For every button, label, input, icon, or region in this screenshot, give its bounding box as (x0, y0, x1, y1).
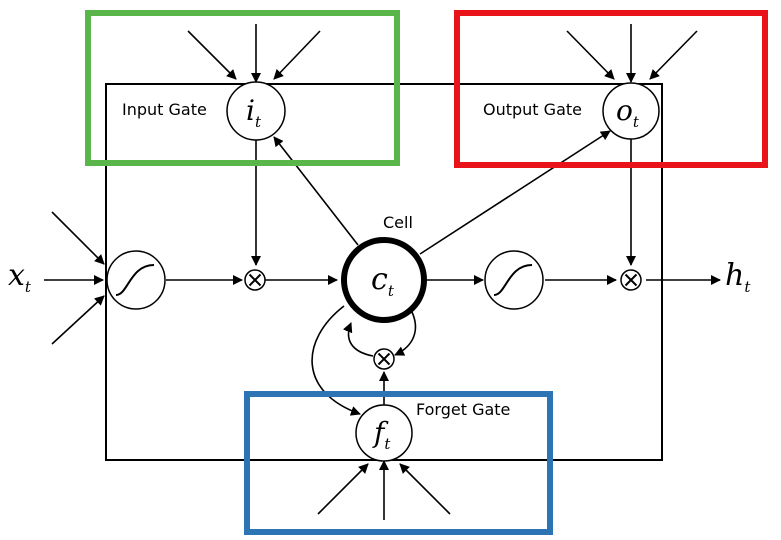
output-multiply-node (620, 269, 642, 291)
connections (44, 24, 721, 520)
output-gate-subscript: t (633, 113, 640, 131)
input-subscript: t (25, 278, 32, 296)
output-gate-label: Output Gate (483, 100, 582, 119)
output-gate-node: ot (602, 82, 660, 140)
multiply-circle-icon (248, 273, 262, 287)
svg-text:ht: ht (725, 258, 751, 296)
svg-text:ct: ct (371, 262, 395, 300)
output-gate-highlight (454, 10, 768, 168)
input-multiply-node (244, 269, 266, 291)
cell-label: Cell (383, 213, 413, 232)
cell-symbol: c (371, 262, 388, 297)
forget-gate-node: ft (355, 404, 413, 462)
forget-multiply-node (373, 348, 395, 370)
sigmoid-curve-icon (115, 264, 155, 296)
input-gate-label: Input Gate (122, 100, 207, 119)
svg-text:xt: xt (8, 258, 32, 296)
output-subscript: t (744, 278, 751, 296)
input-gate-subscript: t (255, 113, 262, 131)
input-gate-highlight (85, 10, 400, 166)
svg-text:it: it (246, 94, 262, 131)
input-symbol: x (8, 258, 25, 293)
multiply-circle-icon (377, 352, 391, 366)
svg-text:ot: ot (616, 94, 640, 131)
multiply-circle-icon (624, 273, 638, 287)
input-gate-node: it (226, 81, 286, 141)
input-gate-symbol: i (246, 94, 255, 127)
output-gate-symbol: o (616, 94, 633, 127)
forget-gate-highlight (244, 391, 553, 535)
sigmoid-curve-icon (493, 264, 533, 296)
cell-node: ct (341, 237, 427, 323)
input-activation-node (106, 250, 166, 310)
forget-gate-label: Forget Gate (416, 400, 510, 419)
output-activation-node (484, 250, 544, 310)
forget-gate-subscript: t (384, 435, 391, 453)
output-symbol: h (725, 258, 744, 293)
cell-subscript: t (388, 282, 395, 300)
